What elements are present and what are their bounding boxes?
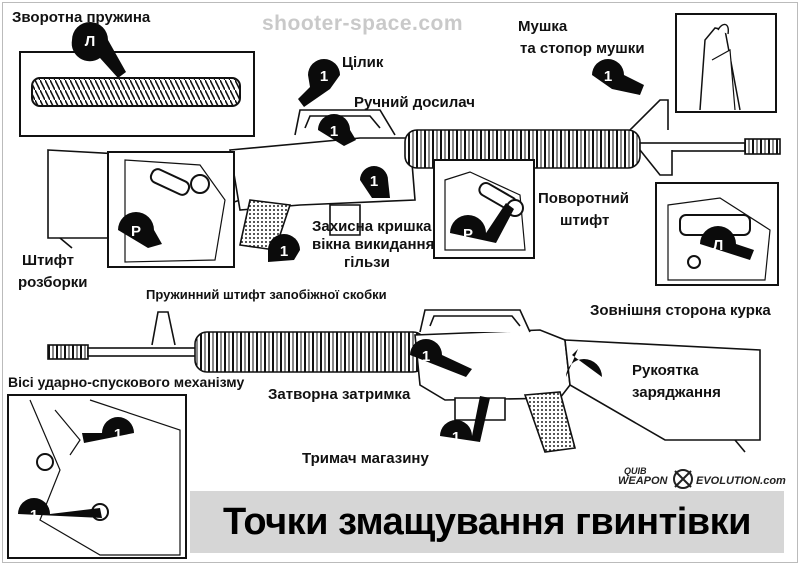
label-charging-handle-1: Рукоятка: [632, 362, 699, 379]
label-rear-sight: Цілик: [342, 54, 384, 71]
label-takedown-pin-1: Штифт: [22, 252, 74, 269]
watermark: shooter-space.com: [262, 12, 464, 35]
logo-quib: QUIB: [624, 466, 647, 476]
marker-pivot: Р: [463, 226, 473, 243]
label-takedown-pin-2: розборки: [18, 274, 88, 291]
marker-mag-catch: 1: [452, 429, 460, 446]
takedown-pin-inset: [107, 151, 235, 268]
marker-grip: 1: [280, 243, 288, 260]
label-recoil-spring: Зворотна пружина: [12, 9, 151, 26]
label-magazine-catch: Тримач магазину: [302, 450, 429, 467]
label-hammer-outer: Зовнішня сторона курка: [590, 302, 771, 319]
label-dust-cover-1: Захисна кришка: [312, 218, 432, 235]
marker-recoil-spring: Л: [85, 33, 96, 50]
front-sight-inset: [675, 13, 777, 113]
marker-charging-handle: Л: [579, 370, 590, 387]
marker-fire-upper: 1: [114, 426, 122, 443]
marker-takedown: Р: [131, 223, 141, 240]
hand-markers: Л 1 1 1 1 Р Р 1 Л 1 Л 1 1 1: [30, 33, 723, 524]
weapon-evolution-logo: QUIB WEAPON EVOLUTION.com: [616, 466, 786, 496]
crosshair-icon: [673, 469, 693, 489]
marker-front-sight: 1: [604, 68, 612, 85]
label-trigger-guard-pin: Пружинний штифт запобіжної скобки: [146, 287, 387, 302]
page-title: Точки змащування гвинтівки: [223, 501, 752, 543]
marker-forward-assist: 1: [330, 123, 338, 140]
label-bolt-catch: Затворна затримка: [268, 386, 411, 403]
label-dust-cover-2: вікна викидання: [312, 236, 435, 253]
label-front-sight-1: Мушка: [518, 18, 568, 35]
marker-bolt-catch: 1: [422, 348, 430, 365]
marker-dust-cover: 1: [370, 173, 378, 190]
recoil-spring-inset: [19, 51, 255, 137]
label-pivot-pin-2: штифт: [560, 212, 610, 229]
marker-fire-lower: 1: [30, 507, 38, 524]
label-pivot-pin-1: Поворотний: [538, 190, 629, 207]
bottom-rifle: [47, 309, 761, 453]
label-fire-control-axes: Вісі ударно-спускового механізму: [8, 374, 245, 390]
logo-weapon: WEAPON: [618, 475, 668, 487]
label-forward-assist: Ручний досилач: [354, 94, 475, 111]
label-dust-cover-3: гільзи: [344, 254, 390, 271]
marker-rear-sight: 1: [320, 68, 328, 85]
marker-hammer: Л: [713, 237, 724, 254]
pointing-hands: [18, 22, 754, 518]
fire-control-inset: [7, 394, 187, 559]
label-charging-handle-2: заряджання: [632, 384, 721, 401]
logo-evolution: EVOLUTION.com: [696, 475, 786, 487]
title-band: Точки змащування гвинтівки: [190, 491, 784, 553]
label-front-sight-2: та стопор мушки: [520, 40, 645, 57]
pivot-pin-inset: [433, 159, 535, 259]
